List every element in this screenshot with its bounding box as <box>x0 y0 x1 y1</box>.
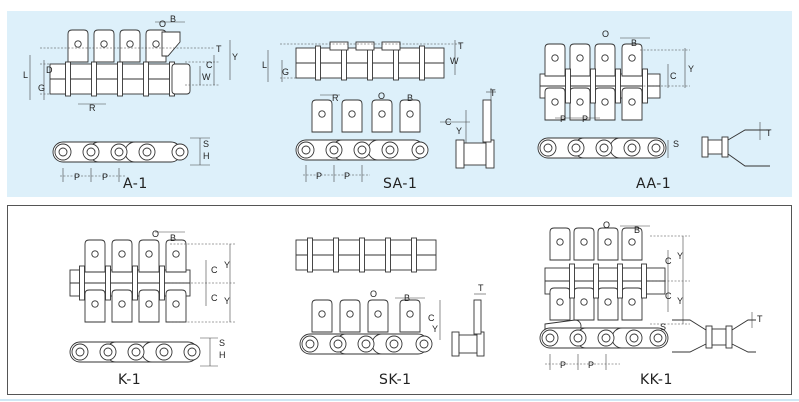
diagram-k1: O B C Y C Y S H <box>69 229 235 367</box>
k1-top-view <box>69 231 235 323</box>
sa1-label-t2: T <box>490 88 496 98</box>
kk1-label-b: B <box>634 225 640 235</box>
kk1-label-c1: C <box>665 256 672 266</box>
aa1-label-p2: P <box>582 114 588 124</box>
sk1-side-view <box>299 297 441 355</box>
kk1-label-y1: Y <box>677 251 683 261</box>
diagram-a1: O B T Y C W L D G R S H P P <box>23 14 238 182</box>
sa1-label-p2: P <box>344 171 350 181</box>
sk1-end-view <box>451 293 486 357</box>
kk1-label-s: S <box>660 322 666 332</box>
sa1-label-y: Y <box>456 126 462 136</box>
sk1-label-o: O <box>370 289 377 299</box>
aa1-top-view <box>539 37 690 121</box>
sa1-label-b: B <box>407 93 413 103</box>
k1-label-c2: C <box>211 293 218 303</box>
aa1-label-o: O <box>602 29 609 39</box>
aa1-label-c: C <box>670 71 677 81</box>
k1-label-y2: Y <box>224 296 230 306</box>
a1-label-c: C <box>206 60 213 70</box>
a1-label-h: H <box>203 151 210 161</box>
k1-label-h: H <box>219 350 226 360</box>
a1-label-d: D <box>46 65 53 75</box>
caption-aa1: AA-1 <box>636 176 672 192</box>
sk1-label-c: C <box>428 313 435 323</box>
aa1-end-view <box>701 122 770 167</box>
kk1-label-c2: C <box>665 291 672 301</box>
k1-side-view <box>69 337 218 367</box>
a1-label-g: G <box>38 83 45 93</box>
diagram-sa1: O B T W L G R C Y T P P <box>262 40 496 182</box>
sk1-label-b: B <box>404 293 410 303</box>
a1-label-b: B <box>170 14 176 24</box>
k1-label-b: B <box>170 233 176 243</box>
kk1-label-p2: P <box>588 360 594 370</box>
sk1-label-t: T <box>478 283 484 293</box>
sa1-label-w: W <box>450 56 459 66</box>
sk1-top-view <box>295 237 437 273</box>
aa1-label-t: T <box>766 128 772 138</box>
kk1-label-t: T <box>757 314 763 324</box>
a1-label-t: T <box>216 44 222 54</box>
sa1-side-view <box>295 99 470 182</box>
kk1-top-view <box>544 225 690 325</box>
aa1-label-b: B <box>631 38 637 48</box>
diagram-kk1: O B Y C C Y S T P P <box>539 220 763 370</box>
a1-top-view <box>29 21 231 105</box>
kk1-end-view <box>672 312 756 353</box>
a1-side-view <box>52 137 210 182</box>
k1-label-c1: C <box>211 265 218 275</box>
k1-label-y1: Y <box>224 260 230 270</box>
aa1-label-p1: P <box>560 114 566 124</box>
sa1-label-t: T <box>458 41 464 51</box>
caption-k1: K-1 <box>118 372 142 388</box>
a1-label-w: W <box>202 72 211 82</box>
sa1-label-r: R <box>332 93 339 103</box>
caption-kk1: KK-1 <box>640 372 673 388</box>
aa1-label-s: S <box>673 139 679 149</box>
caption-sk1: SK-1 <box>379 372 412 388</box>
sa1-label-c: C <box>445 117 452 127</box>
sa1-top-view <box>267 40 460 96</box>
a1-label-o: O <box>159 19 166 29</box>
diagram-aa1: O B Y C S T P P <box>537 29 772 167</box>
sa1-label-o: O <box>378 91 385 101</box>
a1-label-y: Y <box>232 52 238 62</box>
sa1-label-l: L <box>262 60 267 70</box>
a1-label-p2: P <box>102 172 108 182</box>
kk1-label-o: O <box>603 220 610 230</box>
k1-label-o: O <box>152 229 159 239</box>
a1-label-p1: P <box>74 172 80 182</box>
caption-sa1: SA-1 <box>383 176 418 192</box>
caption-a1: A-1 <box>123 176 148 192</box>
bottom-divider <box>0 399 799 401</box>
aa1-label-y: Y <box>688 64 694 74</box>
kk1-label-p1: P <box>560 360 566 370</box>
sa1-end-view <box>455 88 496 169</box>
kk1-label-y2: Y <box>677 296 683 306</box>
sk1-label-y: Y <box>432 324 438 334</box>
sa1-label-g: G <box>282 67 289 77</box>
aa1-side-view <box>537 137 669 159</box>
kk1-side-view <box>539 319 669 370</box>
a1-label-l: L <box>23 70 28 80</box>
k1-label-s: S <box>219 338 225 348</box>
sa1-label-p1: P <box>316 171 322 181</box>
a1-label-r: R <box>89 103 96 113</box>
a1-label-s: S <box>203 139 209 149</box>
diagram-sk1: O B C Y T <box>295 237 486 357</box>
